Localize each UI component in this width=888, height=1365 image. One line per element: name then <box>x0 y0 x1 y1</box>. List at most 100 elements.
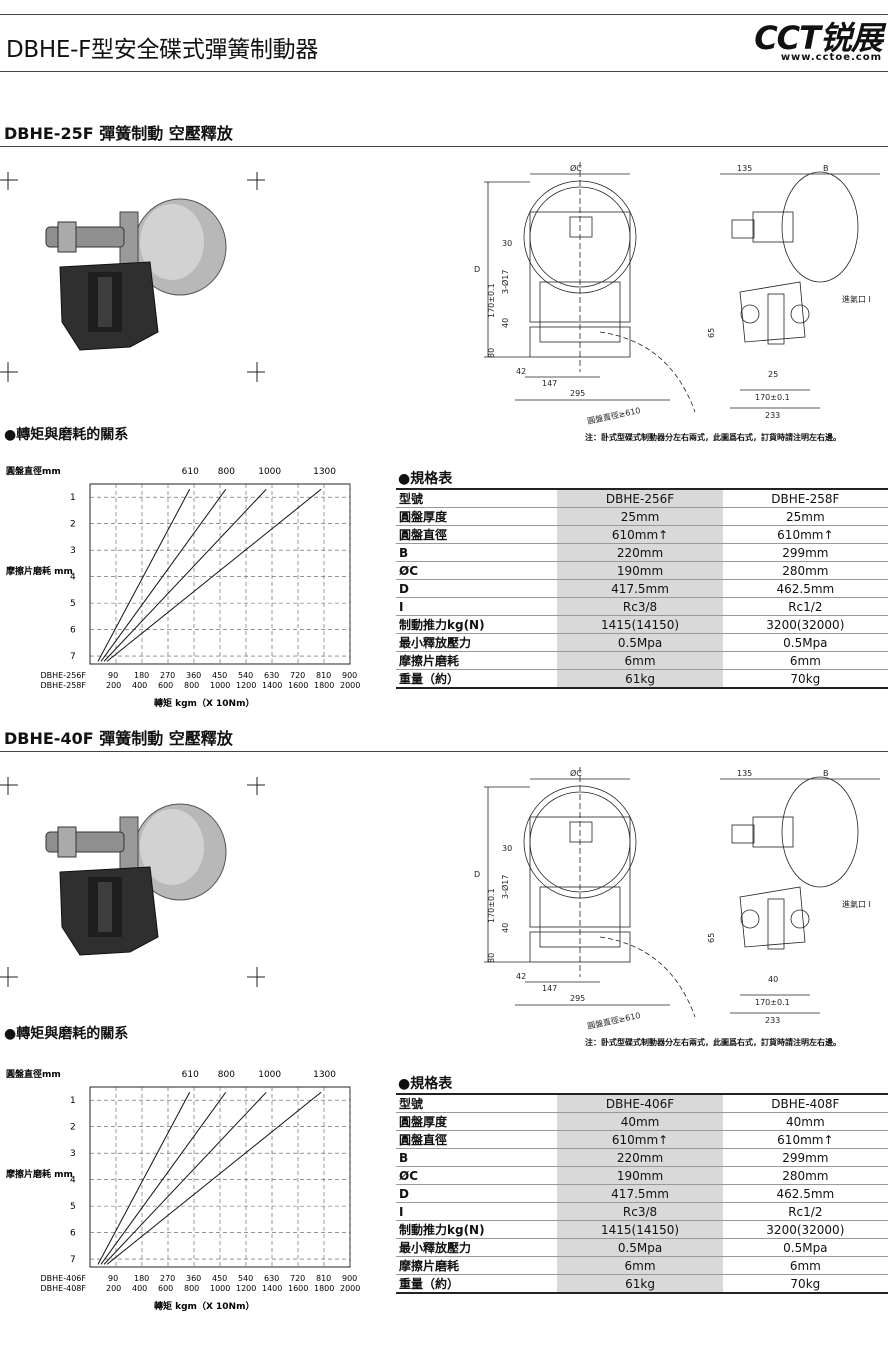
spec-key: 圓盤厚度 <box>396 1112 558 1131</box>
dimension-drawing: ØC D 30 3-Ø17 170±0.1 40 80 42 147 295 圓… <box>474 767 880 1031</box>
spec-value: 417.5mm <box>557 1184 723 1203</box>
spec-key: D <box>396 579 558 598</box>
y-axis-label: 摩擦片磨耗 mm <box>6 1168 73 1180</box>
relation-heading: ●轉矩與磨耗的關系 <box>4 1026 129 1042</box>
x-tick-label: 1000 <box>210 1284 230 1293</box>
dimension-label: 40 <box>768 975 778 984</box>
spec-value: Rc1/2 <box>722 1202 888 1221</box>
dimension-label: 170±0.1 <box>487 283 496 318</box>
dimension-label: ØC <box>570 163 582 173</box>
spec-value: 462.5mm <box>722 1184 888 1203</box>
spec-key: 型號 <box>396 488 558 508</box>
spec-value: 40mm <box>557 1112 723 1131</box>
spec-key: 制動推力kg(N) <box>396 1220 558 1239</box>
disc-label: 圓盤直徑mm <box>6 1068 61 1080</box>
x-tick-label: 180 <box>134 1274 149 1283</box>
spec-value: 610mm↑ <box>557 1130 723 1149</box>
spec-value: 417.5mm <box>557 579 723 598</box>
spec-value: Rc1/2 <box>722 597 888 616</box>
dimension-label: 295 <box>570 389 585 398</box>
x-tick-label: 800 <box>184 681 199 690</box>
x-tick-label: 2000 <box>340 681 360 690</box>
brand-logo: CCT锐展 www.cctoe.com <box>754 19 883 63</box>
series-label: 610 <box>182 467 199 477</box>
x-tick-label: 180 <box>134 671 149 680</box>
x-tick-label: 90 <box>108 1274 118 1283</box>
series-label: 800 <box>218 467 235 477</box>
x-tick-label: 400 <box>132 1284 147 1293</box>
series-line <box>97 1092 191 1265</box>
x-row-label: DBHE-256F <box>41 671 87 680</box>
x-row-label: DBHE-406F <box>41 1274 87 1283</box>
spec-value: DBHE-258F <box>722 488 888 508</box>
x-tick-label: 630 <box>264 1274 279 1283</box>
dimension-label: B <box>823 769 829 778</box>
x-row-label: DBHE-258F <box>41 681 87 690</box>
spec-key: 摩擦片磨耗 <box>396 1256 558 1275</box>
dimension-label: 40 <box>501 923 510 933</box>
series-line <box>106 488 322 662</box>
dimension-drawing: ØC D 30 3-Ø17 170±0.1 40 80 42 147 295 圓… <box>474 162 880 426</box>
x-tick-label: 90 <box>108 671 118 680</box>
spec-value: DBHE-406F <box>557 1093 723 1113</box>
spec-key: 型號 <box>396 1093 558 1113</box>
x-tick-label: 540 <box>238 671 253 680</box>
spec-key: 最小釋放壓力 <box>396 1238 558 1257</box>
spec-key: I <box>396 597 558 616</box>
x-tick-label: 1200 <box>236 1284 256 1293</box>
x-tick-label: 800 <box>184 1284 199 1293</box>
section-heading: DBHE-40F 彈簧制動 空壓釋放 <box>4 729 233 748</box>
spec-value: 610mm↑ <box>557 525 723 544</box>
y-axis-label: 摩擦片磨耗 mm <box>6 565 73 577</box>
dimension-label: 170±0.1 <box>487 888 496 923</box>
drawing-note: 注：卧式型碟式制動器分左右兩式，此圖爲右式，訂貨時請注明左右邊。 <box>585 1038 841 1047</box>
x-tick-label: 810 <box>316 1274 331 1283</box>
x-axis-label: 轉矩 kgm（X 10Nm） <box>154 697 254 709</box>
spec-value: 0.5Mpa <box>722 1238 888 1257</box>
y-tick-label: 1 <box>70 493 76 503</box>
spec-value: 70kg <box>722 669 888 689</box>
dimension-label: 圓盤直徑≥610 <box>586 405 641 426</box>
spec-value: 280mm <box>722 1166 888 1185</box>
x-tick-label: 360 <box>186 1274 201 1283</box>
x-tick-label: 1000 <box>210 681 230 690</box>
y-tick-label: 7 <box>70 652 76 662</box>
x-tick-label: 1600 <box>288 681 308 690</box>
dimension-label: 25 <box>768 370 778 379</box>
spec-key: 重量（約） <box>396 1274 558 1294</box>
spec-value: Rc3/8 <box>557 1202 723 1221</box>
spec-key: 制動推力kg(N) <box>396 615 558 634</box>
dimension-label: 42 <box>516 972 526 981</box>
spec-value: 220mm <box>557 1148 723 1167</box>
spec-value: 1415(14150) <box>557 615 723 634</box>
logo-url: www.cctoe.com <box>780 52 882 63</box>
x-axis-label: 轉矩 kgm（X 10Nm） <box>154 1300 254 1312</box>
spec-key: I <box>396 1202 558 1221</box>
dimension-label: 295 <box>570 994 585 1003</box>
dimension-label: 3-Ø17 <box>500 875 510 899</box>
spec-value: 61kg <box>557 1274 723 1294</box>
x-tick-label: 1600 <box>288 1284 308 1293</box>
x-tick-label: 400 <box>132 681 147 690</box>
spec-value: 1415(14150) <box>557 1220 723 1239</box>
section-dbhe-40f: DBHE-40F 彈簧制動 空壓釋放 <box>0 605 888 1365</box>
spec-value: 299mm <box>722 1148 888 1167</box>
spec-key: ØC <box>396 561 558 580</box>
spec-value: 6mm <box>722 651 888 670</box>
x-tick-label: 540 <box>238 1274 253 1283</box>
dimension-label: B <box>823 164 829 173</box>
spec-value: 299mm <box>722 543 888 562</box>
logo-mark: CCT锐展 <box>754 19 883 57</box>
y-tick-label: 6 <box>70 626 76 636</box>
dimension-label: 170±0.1 <box>755 393 790 402</box>
dimension-label: 135 <box>737 164 752 173</box>
spec-key: 圓盤直徑 <box>396 1130 558 1149</box>
x-tick-label: 720 <box>290 1274 305 1283</box>
series-label: 610 <box>182 1070 199 1080</box>
